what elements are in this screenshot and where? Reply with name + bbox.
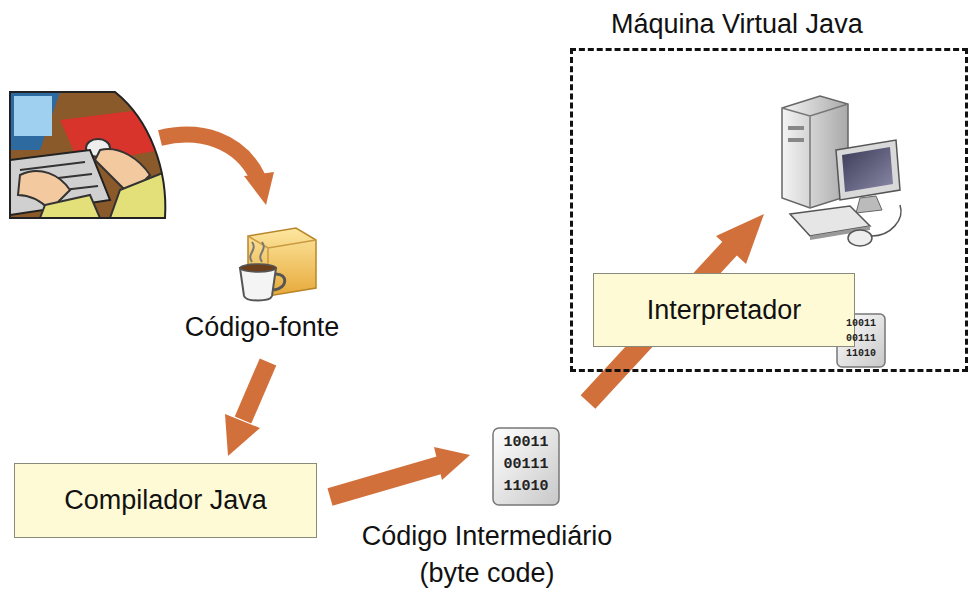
process-box: Interpretador	[593, 273, 855, 347]
binary-digits: 00111	[503, 456, 548, 473]
binary-digits: 00111	[846, 333, 876, 345]
hands-clipart	[10, 92, 170, 222]
icon-caption: (byte code)	[419, 558, 554, 589]
box-label: Interpretador	[647, 295, 802, 326]
computer-icon	[782, 96, 901, 246]
icon-caption: Código Intermediário	[362, 521, 613, 552]
binary-digits: 10011	[503, 434, 548, 451]
binary-digits: 11010	[846, 348, 876, 360]
region-heading: Máquina Virtual Java	[611, 9, 863, 40]
jvm-region: Máquina Virtual JavaInterpretador	[570, 48, 968, 372]
bytecode-icon	[493, 428, 559, 505]
binary-digits: 11010	[503, 478, 548, 495]
box-label: Compilador Java	[64, 485, 267, 516]
binary-digits: 10011	[846, 318, 876, 330]
process-box: Compilador Java	[14, 463, 317, 538]
java-source-icon	[240, 228, 316, 301]
icon-caption: Código-fonte	[185, 312, 340, 343]
